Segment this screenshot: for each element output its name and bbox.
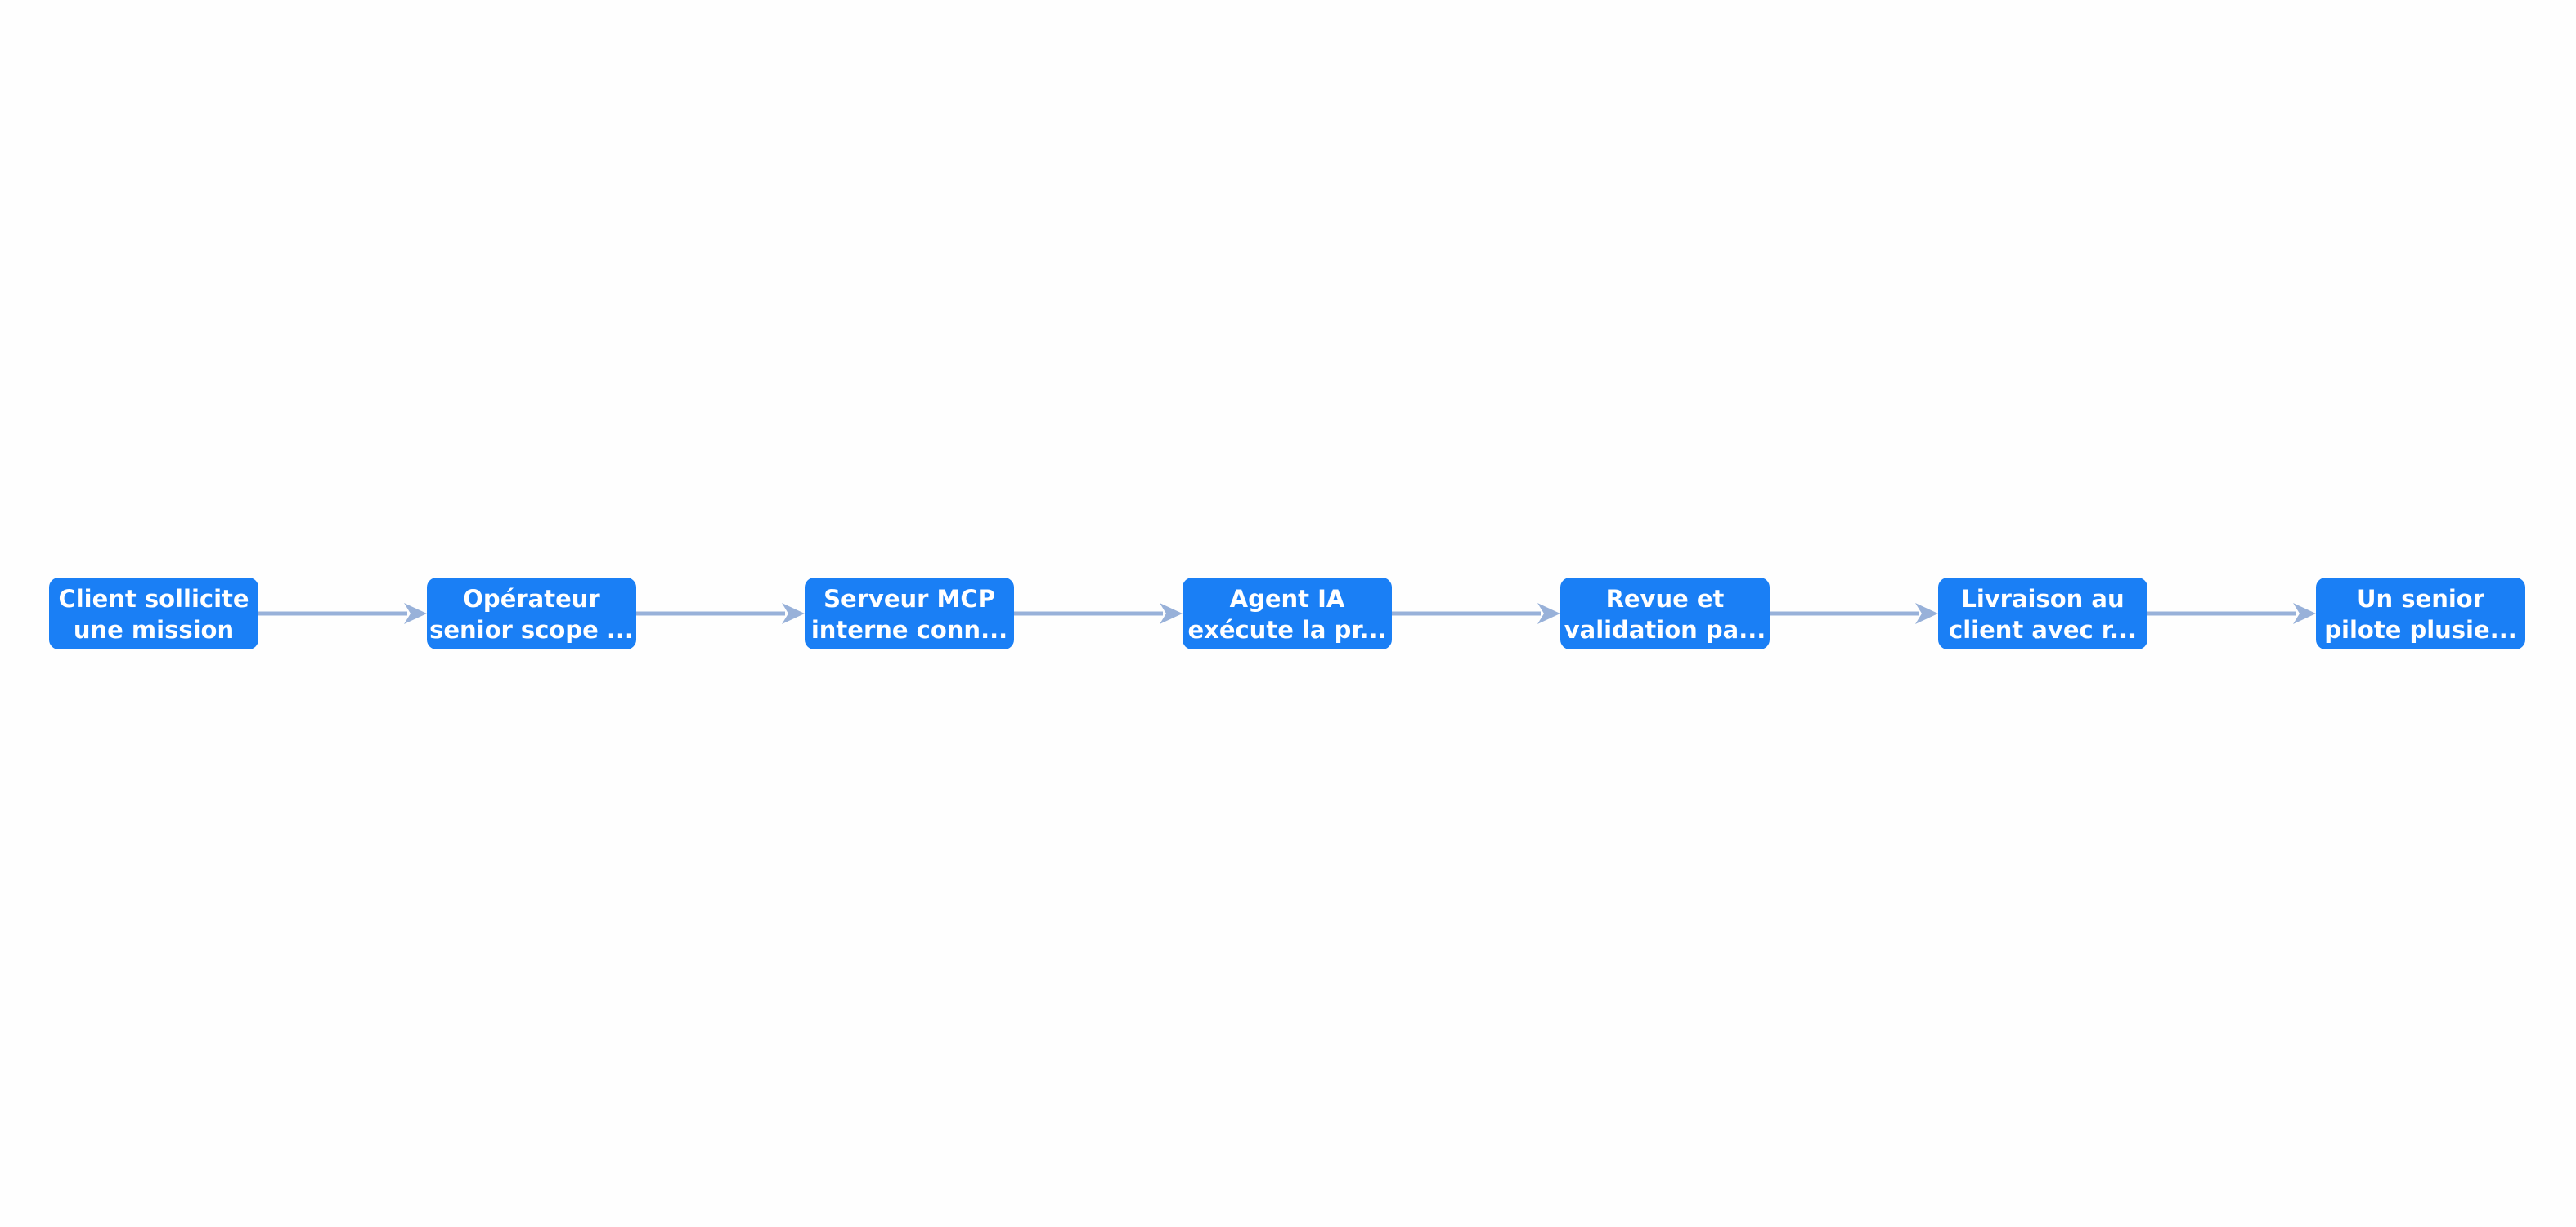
arrow-head-icon xyxy=(404,603,427,624)
flow-edge xyxy=(2147,603,2316,624)
flow-node: Livraison au client avec r... xyxy=(1938,578,2147,649)
flow-node-label-1: Livraison au xyxy=(1961,585,2124,613)
flow-edge xyxy=(258,603,427,624)
arrow-head-icon xyxy=(1537,603,1560,624)
flow-node: Opérateur senior scope ... xyxy=(427,578,636,649)
arrow-head-icon xyxy=(2293,603,2316,624)
flow-node-label-2: validation pa... xyxy=(1564,616,1766,644)
flow-node-box xyxy=(2316,578,2525,649)
flow-edge xyxy=(1770,603,1938,624)
flow-node-label-1: Client sollicite xyxy=(58,585,249,613)
flow-node: Serveur MCP interne conn... xyxy=(805,578,1014,649)
flow-node-box xyxy=(1183,578,1392,649)
flow-node-label-2: client avec r... xyxy=(1949,616,2137,644)
flow-node-label-2: une mission xyxy=(74,616,234,644)
arrow-head-icon xyxy=(1915,603,1938,624)
flow-node-box xyxy=(427,578,636,649)
flow-node: Client sollicite une mission xyxy=(49,578,258,649)
flow-node-label-2: interne conn... xyxy=(811,616,1008,644)
arrow-head-icon xyxy=(782,603,805,624)
flow-node-label-1: Revue et xyxy=(1606,585,1725,613)
nodes-layer: Client sollicite une mission Opérateur seni… xyxy=(49,578,2525,649)
flow-node: Agent IA exécute la pr... xyxy=(1183,578,1392,649)
flow-node-box xyxy=(805,578,1014,649)
flow-node-label-1: Opérateur xyxy=(463,585,600,613)
flow-node: Revue et validation pa... xyxy=(1560,578,1770,649)
flow-node-box xyxy=(49,578,258,649)
flow-node-box xyxy=(1560,578,1770,649)
flow-node-box xyxy=(1938,578,2147,649)
flow-edge xyxy=(1014,603,1183,624)
arrow-head-icon xyxy=(1160,603,1183,624)
flow-edge xyxy=(636,603,805,624)
flow-node-label-1: Agent IA xyxy=(1230,585,1345,613)
flow-node-label-1: Serveur MCP xyxy=(824,585,995,613)
flow-node-label-2: senior scope ... xyxy=(429,616,634,644)
flow-node-label-2: exécute la pr... xyxy=(1187,616,1386,644)
flow-node: Un senior pilote plusie... xyxy=(2316,578,2525,649)
edges-layer xyxy=(258,603,2316,624)
flow-edge xyxy=(1392,603,1560,624)
flow-node-label-1: Un senior xyxy=(2357,585,2485,613)
flow-node-label-2: pilote plusie... xyxy=(2324,616,2516,644)
